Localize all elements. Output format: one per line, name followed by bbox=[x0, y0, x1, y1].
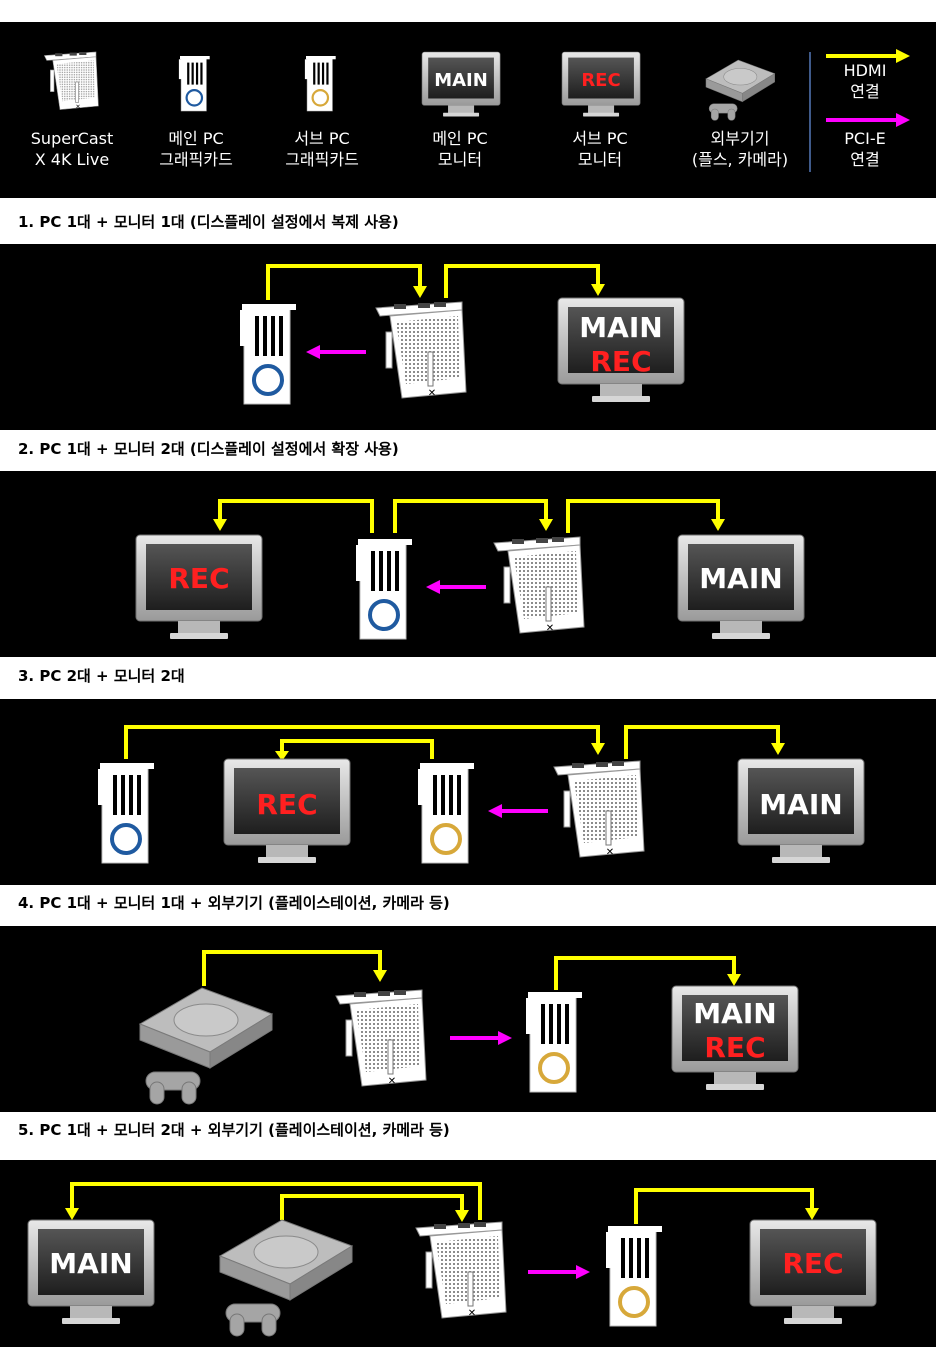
legend-panel: MAIN REC SuperCast X 4K Live 메인 PC 그래픽카드… bbox=[0, 22, 936, 198]
section-2-diagram: REC MAIN bbox=[0, 471, 936, 657]
hdmi-connection bbox=[566, 499, 720, 533]
section-4-heading: 4. PC 1대 + 모니터 1대 + 외부기기 (플레이스테이션, 카메라 등… bbox=[18, 894, 450, 912]
hdmi-connection bbox=[124, 725, 600, 759]
legend-label-hdmi: HDMI 연결 bbox=[843, 61, 887, 101]
pcie-arrowhead bbox=[498, 1031, 512, 1045]
section-5-heading: 5. PC 1대 + 모니터 2대 + 외부기기 (플레이스테이션, 카메라 등… bbox=[18, 1121, 450, 1139]
capture-card-icon bbox=[335, 989, 427, 1088]
hdmi-arrowhead bbox=[413, 286, 427, 298]
pcie-arrowhead bbox=[306, 345, 320, 359]
main-gpu-icon bbox=[354, 537, 414, 641]
sub-gpu-icon bbox=[524, 990, 584, 1094]
section-2-heading: 2. PC 1대 + 모니터 2대 (디스플레이 설정에서 확장 사용) bbox=[18, 440, 399, 458]
hdmi-connection bbox=[202, 950, 382, 986]
console-icon bbox=[705, 59, 775, 121]
legend-label-capture: SuperCast X 4K Live bbox=[30, 129, 114, 169]
monitor-main-text: MAIN bbox=[49, 1247, 132, 1280]
capture-card-icon bbox=[44, 51, 99, 111]
legend-label-main-monitor: 메인 PC 모니터 bbox=[432, 129, 488, 169]
legend-label-sub-gpu: 서브 PC 그래픽카드 bbox=[285, 129, 359, 169]
section-4-diagram: MAIN REC bbox=[0, 926, 936, 1112]
monitor-main-text: MAIN bbox=[693, 997, 776, 1030]
pcie-arrowhead bbox=[576, 1265, 590, 1279]
section-5-diagram: MAIN REC bbox=[0, 1160, 936, 1347]
capture-card-icon bbox=[415, 1221, 507, 1320]
monitor-main-text: MAIN bbox=[579, 311, 662, 344]
sub-gpu-icon bbox=[416, 761, 476, 865]
hdmi-connection bbox=[266, 264, 422, 300]
hdmi-connection bbox=[444, 264, 600, 298]
hdmi-arrowhead bbox=[591, 743, 605, 755]
legend-label-sub-monitor: 서브 PC 모니터 bbox=[572, 129, 628, 169]
hdmi-arrowhead bbox=[771, 743, 785, 755]
section-3-heading: 3. PC 2대 + 모니터 2대 bbox=[18, 667, 185, 685]
section-1-diagram: MAIN REC bbox=[0, 244, 936, 430]
hdmi-arrowhead bbox=[539, 519, 553, 531]
main-gpu-icon bbox=[238, 302, 298, 406]
hdmi-arrowhead bbox=[711, 519, 725, 531]
console-icon bbox=[219, 1219, 353, 1337]
monitor-rec-text: REC bbox=[704, 1031, 765, 1064]
sub-gpu-icon bbox=[604, 1224, 664, 1328]
monitor-main-text: MAIN bbox=[699, 562, 782, 595]
hdmi-connection bbox=[393, 499, 548, 533]
legend-icons: MAIN REC bbox=[44, 49, 910, 172]
pcie-arrowhead bbox=[896, 113, 910, 127]
hdmi-arrowhead bbox=[213, 519, 227, 531]
hdmi-arrowhead bbox=[275, 751, 289, 761]
console-icon bbox=[139, 987, 273, 1105]
hdmi-arrowhead bbox=[65, 1208, 79, 1220]
hdmi-arrowhead bbox=[896, 49, 910, 63]
section-3-diagram: REC MAIN bbox=[0, 699, 936, 885]
main-gpu-icon bbox=[177, 54, 211, 113]
legend-label-pcie: PCI-E 연결 bbox=[844, 129, 886, 169]
hdmi-arrowhead bbox=[455, 1210, 469, 1222]
hdmi-connection bbox=[624, 725, 780, 759]
hdmi-arrowhead bbox=[591, 284, 605, 296]
pcie-arrowhead bbox=[488, 804, 502, 818]
hdmi-arrowhead bbox=[373, 970, 387, 982]
capture-card-icon bbox=[375, 301, 467, 400]
main-gpu-icon bbox=[96, 761, 156, 865]
hdmi-connection bbox=[218, 499, 374, 533]
hdmi-connection bbox=[554, 956, 736, 990]
capture-card-icon bbox=[493, 536, 585, 635]
section-1-heading: 1. PC 1대 + 모니터 1대 (디스플레이 설정에서 복제 사용) bbox=[18, 213, 399, 231]
hdmi-connection bbox=[70, 1182, 482, 1220]
monitor-rec-text: REC bbox=[256, 788, 317, 821]
hdmi-arrowhead bbox=[727, 974, 741, 986]
legend-main-screen-text: MAIN bbox=[434, 70, 488, 91]
monitor-rec-text: REC bbox=[782, 1247, 843, 1280]
legend-label-main-gpu: 메인 PC 그래픽카드 bbox=[159, 129, 233, 169]
sub-gpu-icon bbox=[303, 54, 337, 113]
hdmi-connection bbox=[280, 739, 434, 759]
hdmi-connection bbox=[634, 1188, 814, 1224]
capture-card-icon bbox=[553, 760, 645, 859]
hdmi-connection bbox=[280, 1194, 464, 1220]
legend-label-external: 외부기기 (플스, 카메라) bbox=[691, 129, 789, 169]
monitor-rec-text: REC bbox=[168, 562, 229, 595]
hdmi-arrowhead bbox=[805, 1208, 819, 1220]
monitor-main-text: MAIN bbox=[759, 788, 842, 821]
pcie-arrowhead bbox=[426, 580, 440, 594]
legend-sub-screen-text: REC bbox=[581, 70, 620, 91]
monitor-rec-text: REC bbox=[590, 345, 651, 378]
